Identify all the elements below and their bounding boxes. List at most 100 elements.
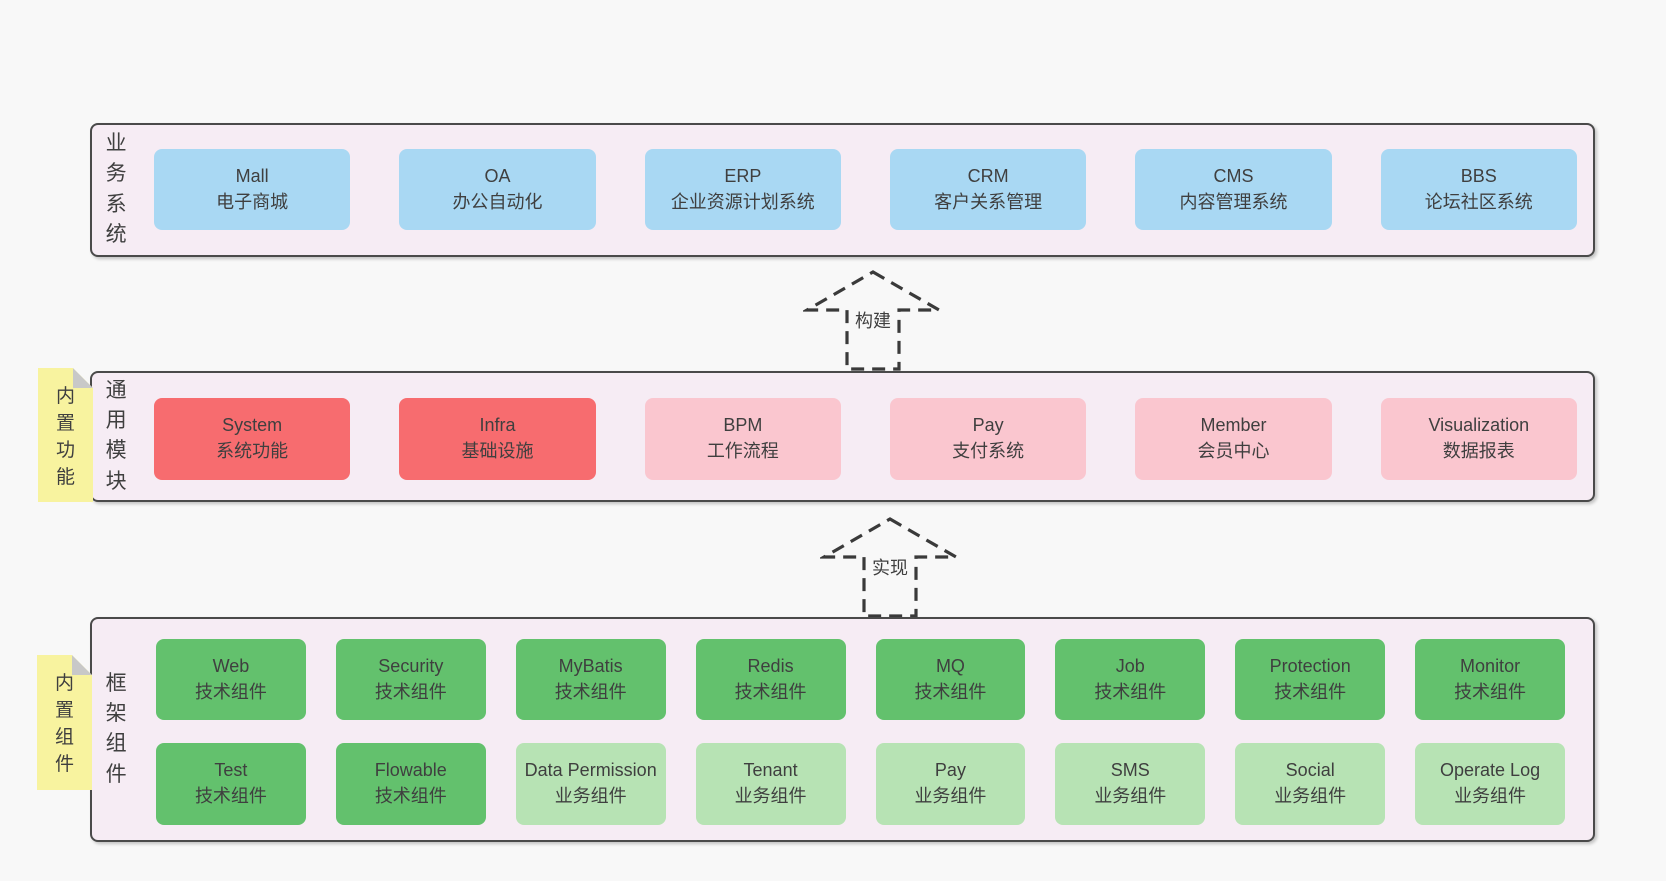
box-title: Mall (235, 165, 269, 186)
build-arrow: 构建 (803, 269, 943, 372)
built-in-components-note-label: 内置组件 (54, 673, 74, 775)
box-subtitle: 业务组件 (1094, 786, 1167, 806)
box-visualization: Visualization 数据报表 (1380, 398, 1577, 480)
box-data-permission: Data Permission 业务组件 (515, 743, 666, 825)
box-subtitle: 业务组件 (914, 786, 987, 806)
box-oa: OA 办公自动化 (399, 149, 596, 230)
box-title: Social (1285, 760, 1335, 781)
box-subtitle: 技术组件 (1454, 681, 1527, 702)
box-title: Member (1200, 415, 1267, 436)
box-title: CMS (1213, 165, 1254, 186)
dashed-up-arrow-icon (820, 517, 960, 618)
box-web: Web 技术组件 (156, 639, 306, 720)
box-title: Redis (747, 655, 794, 676)
box-title: Monitor (1460, 655, 1521, 676)
box-subtitle: 技术组件 (1094, 681, 1167, 702)
box-title: Flowable (374, 760, 447, 781)
box-redis: Redis 技术组件 (695, 639, 846, 720)
box-subtitle: 内容管理系统 (1179, 191, 1288, 212)
box-title: Operate Log (1440, 760, 1541, 781)
framework-components-row-2: Test 技术组件 Flowable 技术组件 Data Permission 业务组件 T… (156, 743, 1565, 825)
box-title: Infra (479, 415, 516, 436)
box-test: Test 技术组件 (156, 743, 306, 825)
built-in-components-note: 内置组件 (37, 655, 92, 790)
box-security: Security 技术组件 (335, 639, 486, 720)
box-subtitle: 系统功能 (216, 441, 289, 461)
box-subtitle: 支付系统 (952, 441, 1025, 461)
box-title: BPM (723, 415, 763, 436)
box-subtitle: 技术组件 (914, 681, 987, 702)
framework-components-label: 框架组件 (105, 671, 127, 786)
box-monitor: Monitor 技术组件 (1415, 639, 1565, 720)
box-title: SMS (1110, 760, 1150, 781)
box-subtitle: 业务组件 (1274, 786, 1347, 806)
box-subtitle: 数据报表 (1442, 441, 1515, 461)
box-protection: Protection 技术组件 (1235, 639, 1386, 720)
box-title: Security (378, 655, 444, 676)
box-subtitle: 技术组件 (194, 681, 267, 702)
box-crm: CRM 客户关系管理 (889, 149, 1087, 230)
common-modules-panel: 通用模块 System 系统功能 Infra 基础设施 BPM 工作流程 Pay 支付系统 Me… (90, 371, 1595, 502)
box-pay: Pay 业务组件 (875, 743, 1026, 825)
box-social: Social 业务组件 (1235, 743, 1386, 825)
box-subtitle: 技术组件 (374, 786, 447, 806)
box-subtitle: 客户关系管理 (934, 191, 1043, 212)
box-cms: CMS 内容管理系统 (1135, 149, 1332, 230)
box-infra: Infra 基础设施 (399, 398, 596, 480)
box-subtitle: 业务组件 (1454, 786, 1527, 806)
box-subtitle: 基础设施 (461, 441, 534, 461)
dashed-up-arrow-icon (803, 270, 943, 371)
box-title: Pay (934, 760, 966, 781)
box-title: Visualization (1428, 415, 1530, 436)
box-flowable: Flowable 技术组件 (335, 743, 486, 825)
box-system: System 系统功能 (154, 398, 351, 480)
implement-arrow-label: 实现 (869, 557, 911, 581)
box-subtitle: 工作流程 (706, 441, 779, 461)
box-subtitle: 业务组件 (554, 786, 627, 806)
box-title: Protection (1269, 655, 1351, 676)
box-subtitle: 办公自动化 (452, 191, 543, 212)
box-bbs: BBS 论坛社区系统 (1380, 149, 1577, 230)
implement-arrow: 实现 (820, 516, 960, 619)
box-subtitle: 技术组件 (1274, 681, 1347, 702)
box-subtitle: 论坛社区系统 (1424, 191, 1533, 212)
box-pay: Pay 支付系统 (889, 398, 1087, 480)
box-job: Job 技术组件 (1055, 639, 1206, 720)
box-title: Tenant (743, 760, 798, 781)
box-title: Pay (972, 415, 1004, 436)
common-modules-label: 通用模块 (105, 378, 127, 493)
box-operate-log: Operate Log 业务组件 (1415, 743, 1565, 825)
box-subtitle: 技术组件 (554, 681, 627, 702)
box-subtitle: 企业资源计划系统 (670, 191, 815, 212)
box-title: OA (484, 165, 511, 186)
built-in-functions-note: 内置功能 (38, 368, 93, 502)
box-title: Web (212, 655, 250, 676)
box-mybatis: MyBatis 技术组件 (515, 639, 666, 720)
box-subtitle: 技术组件 (374, 681, 447, 702)
box-title: System (222, 415, 283, 436)
business-systems-label: 业务系统 (105, 132, 127, 247)
box-mq: MQ 技术组件 (875, 639, 1026, 720)
box-title: BBS (1460, 165, 1497, 186)
build-arrow-label: 构建 (852, 310, 894, 334)
box-subtitle: 技术组件 (194, 786, 267, 806)
box-title: CRM (967, 165, 1009, 186)
box-title: Job (1115, 655, 1145, 676)
box-title: Test (214, 760, 248, 781)
box-bpm: BPM 工作流程 (644, 398, 841, 480)
box-sms: SMS 业务组件 (1055, 743, 1206, 825)
box-title: MQ (935, 655, 965, 676)
box-subtitle: 技术组件 (734, 681, 807, 702)
box-title: Data Permission (524, 760, 657, 781)
box-title: ERP (724, 165, 762, 186)
built-in-functions-note-label: 内置功能 (55, 386, 75, 488)
box-title: MyBatis (558, 655, 623, 676)
